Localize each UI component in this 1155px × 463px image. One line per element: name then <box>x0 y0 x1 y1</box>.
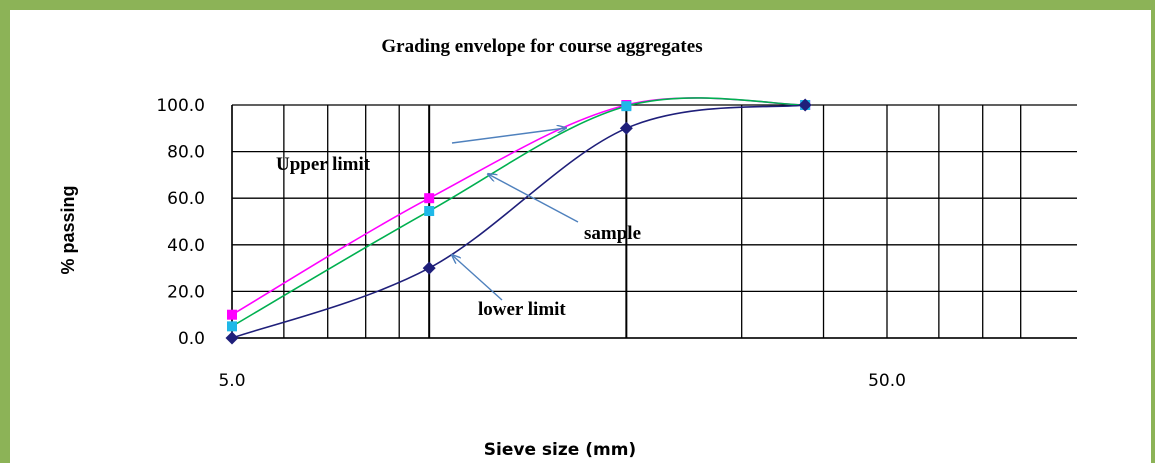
chart-title: Grading envelope for course aggregates <box>381 36 702 57</box>
x-tick-label: 50.0 <box>868 371 906 391</box>
x-tick-label: 5.0 <box>218 371 245 391</box>
annotation-arrow-upper <box>451 128 566 144</box>
grid-lines <box>231 104 1077 339</box>
data-point-lower <box>619 121 633 135</box>
axes <box>231 105 1077 339</box>
series-line-lower <box>231 104 806 339</box>
data-point-lower <box>225 331 239 345</box>
series-line-sample <box>231 97 806 328</box>
data-point-upper <box>227 309 237 320</box>
y-tick-label: 80.0 <box>167 143 205 163</box>
y-tick-label: 60.0 <box>167 189 205 209</box>
data-point-sample <box>621 101 632 112</box>
data-point-upper <box>424 193 435 204</box>
data-point-sample <box>227 321 237 332</box>
series-layer <box>225 97 812 345</box>
annotation-label-upper: Upper limit <box>276 154 371 175</box>
data-point-sample <box>424 206 435 217</box>
annotation-layer: Upper limit sample lower limit <box>276 128 641 320</box>
series-line-upper <box>231 97 806 316</box>
y-tick-label: 100.0 <box>156 96 205 116</box>
annotation-arrow-sample <box>488 174 579 223</box>
data-point-lower <box>422 261 436 275</box>
data-point-lower <box>798 98 812 112</box>
y-tick-label: 40.0 <box>167 236 205 256</box>
x-tick-labels: 5.0 50.0 <box>218 371 905 391</box>
annotation-arrow-lower <box>452 255 503 301</box>
y-tick-label: 20.0 <box>167 282 205 302</box>
y-axis-label: % passing <box>58 185 78 274</box>
x-axis-label: Sieve size (mm) <box>484 440 636 460</box>
annotation-label-sample: sample <box>584 223 641 244</box>
y-tick-label: 0.0 <box>178 329 205 349</box>
y-tick-labels: 0.0 20.0 40.0 60.0 80.0 100.0 <box>156 96 205 349</box>
annotation-label-lower: lower limit <box>478 299 566 320</box>
